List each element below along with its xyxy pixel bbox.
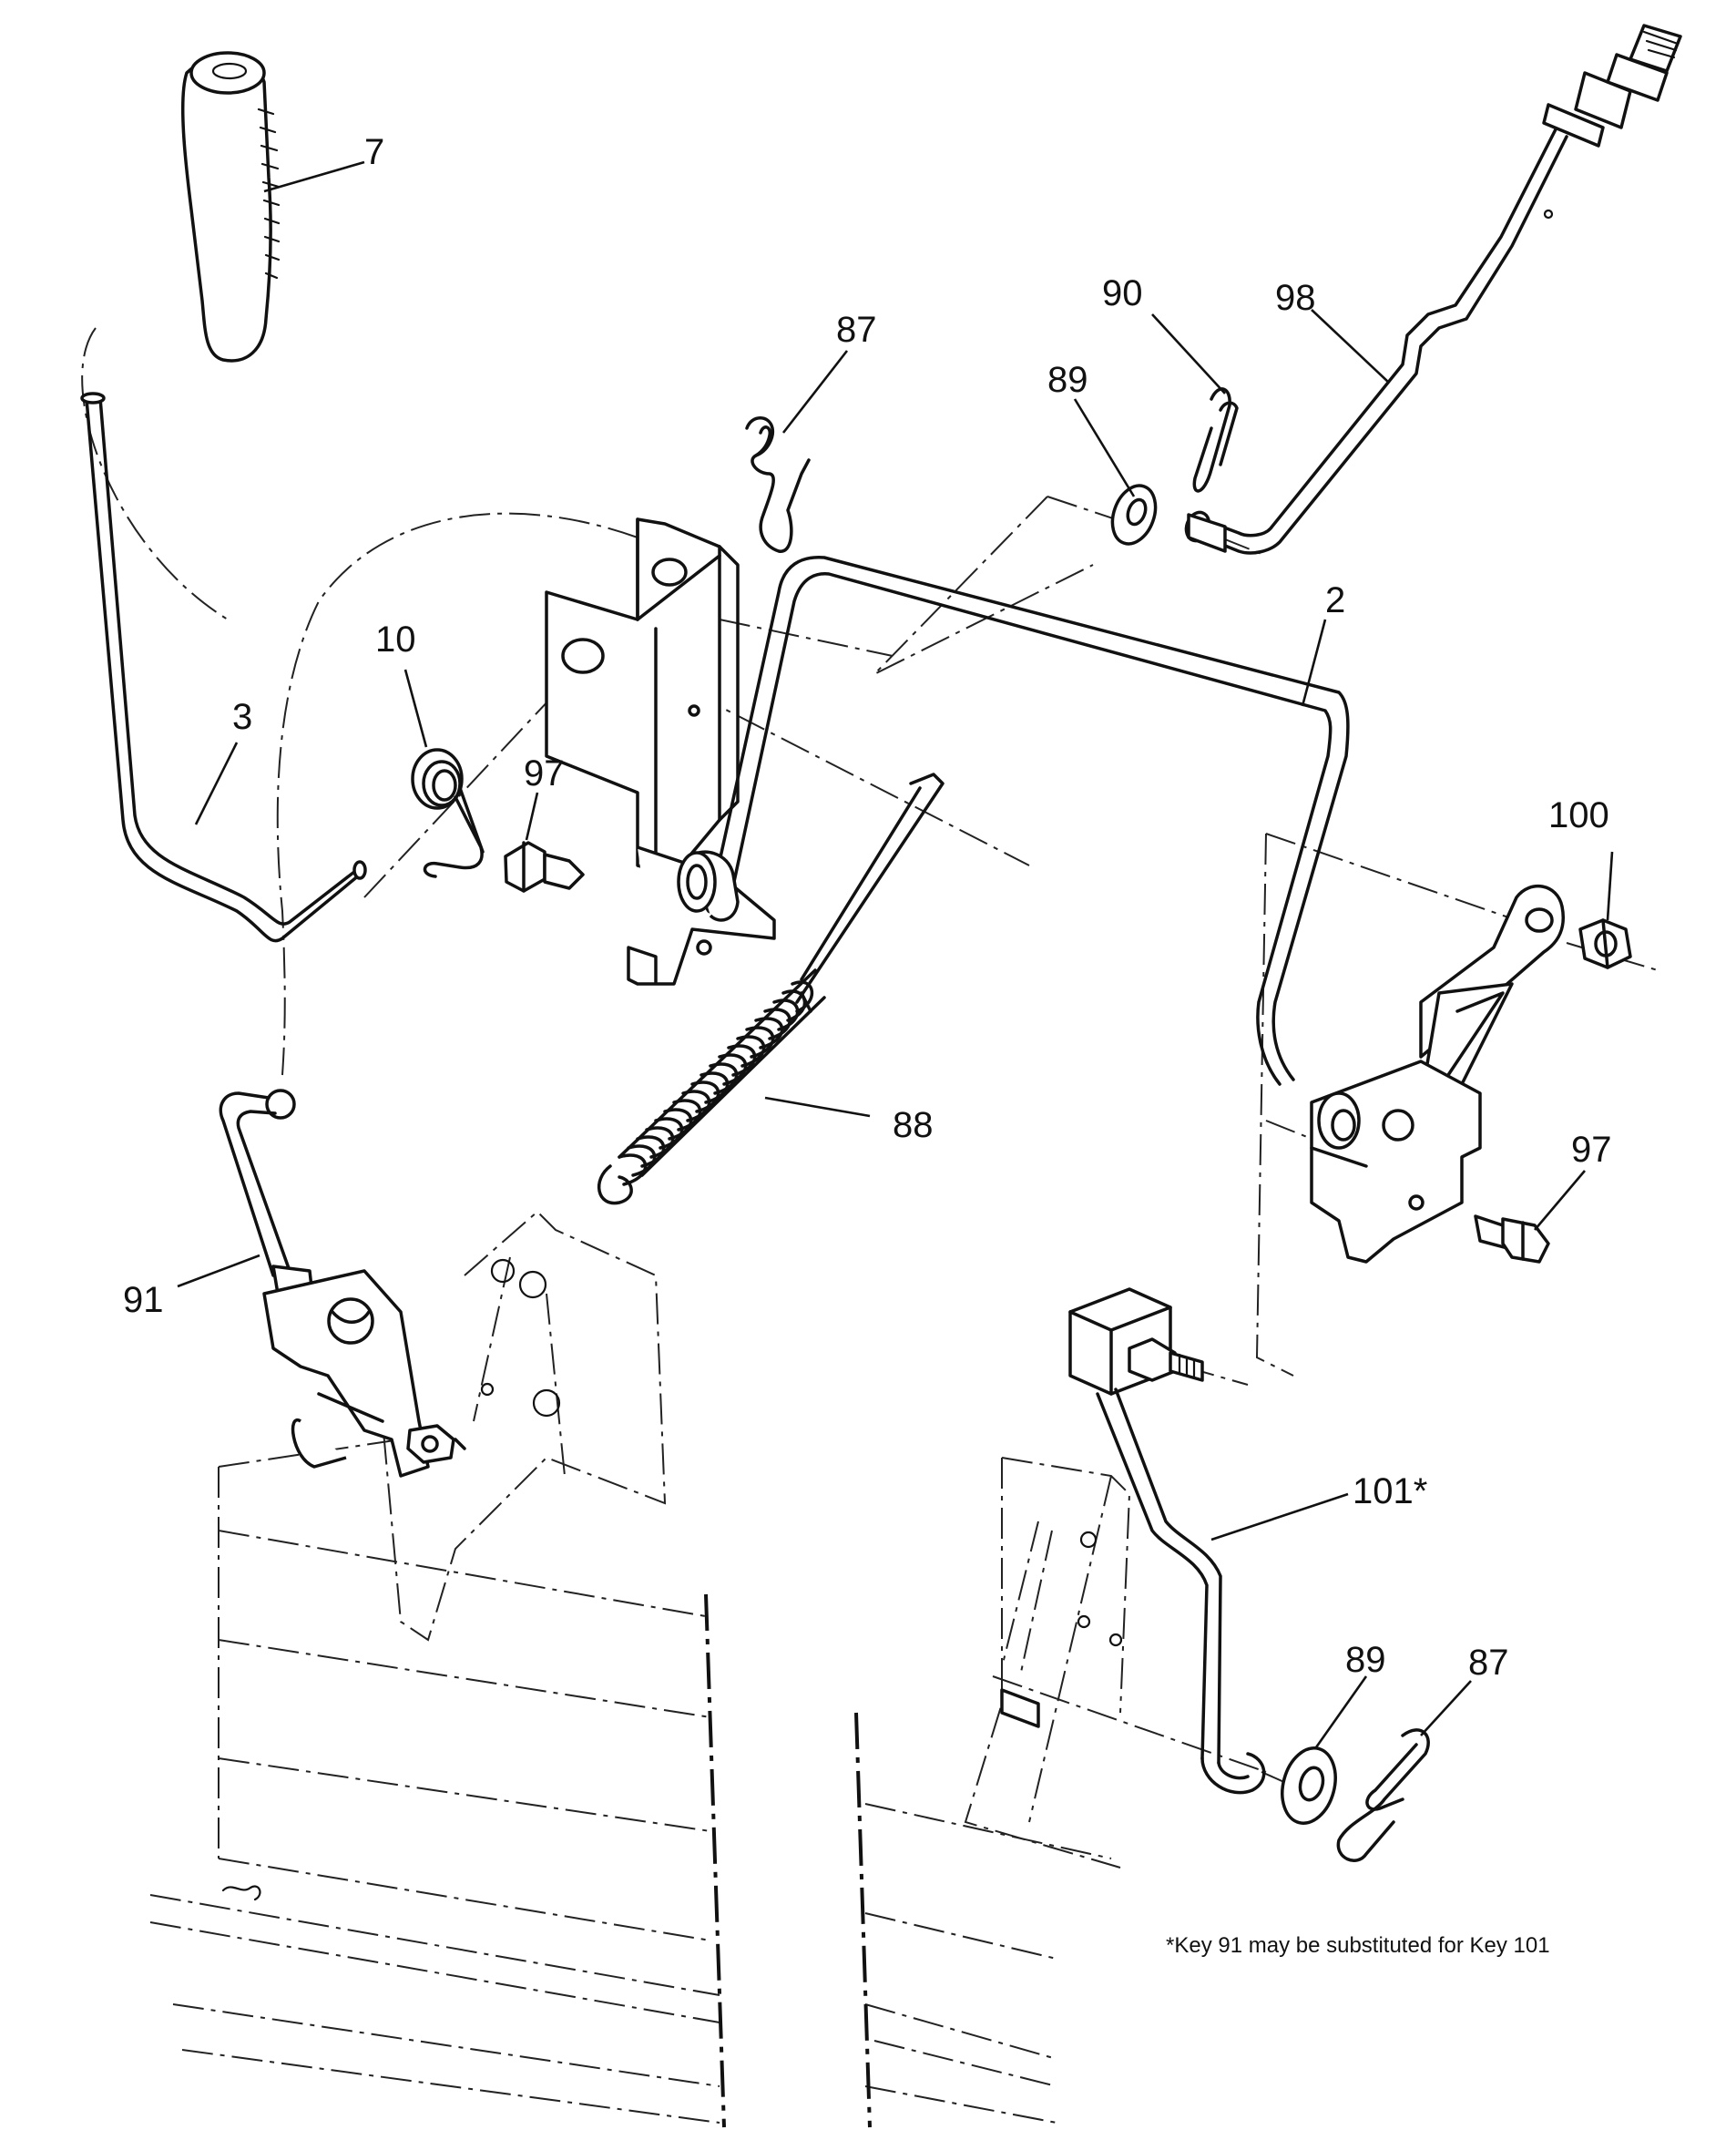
spring-coils	[618, 980, 813, 1186]
lift-link-left	[219, 1089, 466, 1478]
callout-89-bottom: 89	[1345, 1640, 1386, 1680]
callout-2: 2	[1325, 580, 1345, 620]
callout-98: 98	[1275, 278, 1316, 318]
callout-97-right: 97	[1571, 1130, 1612, 1170]
lift-bracket	[545, 517, 776, 986]
callout-101: 101*	[1353, 1471, 1427, 1511]
adjustment-rod	[1184, 24, 1682, 555]
torsion-spring	[411, 748, 485, 878]
callout-labels: 7 87 90 98 89 10 3 97 2 100 97 88 91 101…	[123, 132, 1612, 1683]
leader-lines	[177, 160, 1614, 1748]
shoulder-bolt-left	[504, 841, 585, 893]
hairpin-clip-top	[745, 416, 811, 553]
phantom-lines	[81, 327, 1659, 1791]
deck-left-phantom	[149, 1210, 726, 2128]
callout-90: 90	[1102, 273, 1143, 313]
callout-10: 10	[375, 620, 416, 660]
hairpin-clip-small	[1192, 387, 1239, 493]
washer-top	[1110, 484, 1158, 546]
callout-97-left: 97	[524, 753, 565, 794]
callout-100: 100	[1548, 795, 1609, 835]
lift-link-right	[1068, 1287, 1266, 1795]
callout-3: 3	[232, 697, 252, 737]
washer-bottom	[1281, 1746, 1337, 1825]
callout-7: 7	[364, 132, 384, 172]
lock-nut	[1578, 918, 1632, 969]
callout-87-top: 87	[836, 310, 877, 350]
handle-grip	[180, 51, 281, 363]
shoulder-bolt-right	[1474, 1214, 1550, 1264]
lift-handle-rod	[80, 392, 367, 943]
callout-89-top: 89	[1047, 360, 1088, 400]
hairpin-clip-bottom	[1336, 1728, 1430, 1862]
extension-spring	[597, 773, 945, 1205]
deck-right-phantom	[854, 1457, 1131, 2128]
callout-88: 88	[893, 1105, 934, 1145]
footnote: *Key 91 may be substituted for Key 101	[1166, 1933, 1550, 1958]
callout-87-bottom: 87	[1468, 1643, 1509, 1683]
right-lift-arm	[1310, 884, 1565, 1264]
lift-rod	[677, 556, 1350, 1086]
callout-91: 91	[123, 1280, 164, 1320]
